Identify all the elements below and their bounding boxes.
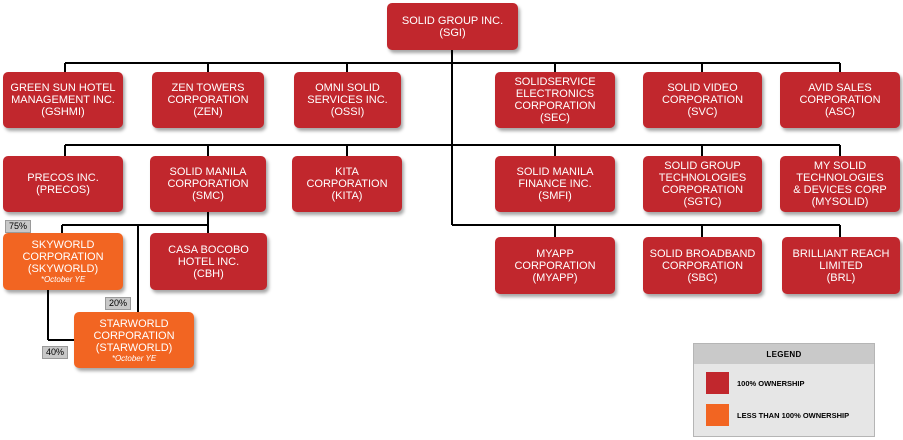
org-box-zen-abbr: (ZEN)	[193, 106, 223, 118]
org-box-mysolid: MY SOLID TECHNOLOGIES & DEVICES CORP (MY…	[780, 156, 900, 212]
org-box-gshmi-line1: GREEN SUN HOTEL	[10, 82, 116, 94]
org-box-mysolid-abbr: (MYSOLID)	[811, 196, 869, 208]
org-box-mysolid-line3: & DEVICES CORP	[793, 184, 887, 196]
org-box-sbc-line1: SOLID BROADBAND	[649, 247, 756, 260]
org-box-ossi-line1: OMNI SOLID	[315, 82, 380, 94]
org-box-mysolid-line1: MY SOLID	[813, 160, 867, 172]
org-box-starworld-line1: STARWORLD	[99, 317, 169, 330]
org-box-starworld: STARWORLD CORPORATION (STARWORLD) *Octob…	[74, 312, 194, 368]
org-box-sgtc-line2: TECHNOLOGIES	[658, 172, 747, 184]
org-box-sgi-abbr: (SGI)	[439, 26, 466, 39]
org-box-svc-abbr: (SVC)	[687, 106, 718, 118]
org-box-cbh-line1: CASA BOCOBO	[168, 243, 249, 256]
org-box-sec-line2: ELECTRONICS	[515, 88, 595, 100]
org-box-sgi-name: SOLID GROUP INC.	[401, 14, 504, 27]
org-box-myapp: MYAPP CORPORATION (MYAPP)	[495, 237, 615, 294]
org-box-kita-line2: CORPORATION	[306, 178, 388, 190]
org-box-ossi: OMNI SOLID SERVICES INC. (OSSI)	[294, 72, 401, 128]
org-box-sec: SOLIDSERVICE ELECTRONICS CORPORATION (SE…	[495, 72, 615, 128]
legend-label-partial: LESS THAN 100% OWNERSHIP	[737, 410, 850, 420]
org-box-brl-line1: BRILLIANT REACH	[792, 247, 890, 260]
org-box-ossi-abbr: (OSSI)	[330, 106, 365, 118]
org-box-starworld-line2: CORPORATION	[93, 329, 175, 342]
org-box-kita-abbr: (KITA)	[331, 190, 363, 202]
org-box-sgtc-line3: CORPORATION	[661, 184, 744, 196]
legend-title: LEGEND	[694, 344, 874, 364]
org-box-sbc-abbr: (SBC)	[687, 271, 718, 284]
org-box-ossi-line2: SERVICES INC.	[307, 94, 388, 106]
org-box-zen-line1: ZEN TOWERS	[171, 82, 245, 94]
org-box-mysolid-line2: TECHNOLOGIES	[796, 172, 884, 184]
org-box-smfi-line2: FINANCE INC.	[518, 178, 592, 190]
org-box-sec-abbr: (SEC)	[540, 112, 570, 124]
org-box-zen: ZEN TOWERS CORPORATION (ZEN)	[152, 72, 264, 128]
org-box-sgtc-line1: SOLID GROUP	[664, 160, 741, 172]
org-box-cbh-line2: HOTEL INC.	[177, 255, 240, 268]
org-box-sgtc-abbr: (SGTC)	[683, 196, 722, 208]
legend: LEGEND 100% OWNERSHIP LESS THAN 100% OWN…	[693, 343, 875, 437]
org-box-brl-abbr: (BRL)	[826, 271, 856, 284]
org-box-sgi: SOLID GROUP INC. (SGI)	[387, 3, 518, 50]
org-box-precos-line1: PRECOS INC.	[27, 172, 99, 184]
org-box-skyworld-line2: CORPORATION	[22, 251, 104, 263]
org-box-asc-line2: CORPORATION	[799, 94, 881, 106]
org-box-brl: BRILLIANT REACH LIMITED (BRL)	[782, 237, 900, 294]
org-box-precos-abbr: (PRECOS)	[36, 184, 90, 196]
org-box-gshmi-line2: MANAGEMENT INC.	[11, 94, 115, 106]
org-box-sbc: SOLID BROADBAND CORPORATION (SBC)	[643, 237, 762, 294]
org-box-sec-line1: SOLIDSERVICE	[514, 76, 596, 88]
ownership-label-starworld-smc: 20%	[105, 297, 132, 310]
org-box-gshmi-abbr: (GSHMI)	[41, 106, 85, 118]
org-box-skyworld: SKYWORLD CORPORATION (SKYWORLD) *October…	[3, 233, 123, 290]
org-box-zen-line2: CORPORATION	[167, 94, 249, 106]
org-box-brl-line2: LIMITED	[819, 259, 863, 272]
org-box-starworld-abbr: (STARWORLD)	[95, 341, 173, 354]
org-box-kita-line1: KITA	[335, 166, 359, 178]
org-box-smfi-abbr: (SMFI)	[538, 190, 572, 202]
org-box-gshmi: GREEN SUN HOTEL MANAGEMENT INC. (GSHMI)	[3, 72, 123, 128]
org-box-smc: SOLID MANILA CORPORATION (SMC)	[150, 156, 266, 212]
ownership-label-starworld-skyworld: 40%	[42, 346, 69, 359]
org-box-smc-line1: SOLID MANILA	[169, 166, 247, 178]
org-box-starworld-note: *October YE	[111, 353, 157, 363]
org-box-smfi-line1: SOLID MANILA	[516, 166, 594, 178]
legend-swatch-partial	[706, 404, 729, 426]
org-box-skyworld-note: *October YE	[40, 275, 86, 284]
legend-row-partial: LESS THAN 100% OWNERSHIP	[706, 404, 849, 426]
org-box-myapp-abbr: (MYAPP)	[532, 271, 578, 284]
org-box-kita: KITA CORPORATION (KITA)	[292, 156, 402, 212]
legend-row-full: 100% OWNERSHIP	[706, 372, 805, 394]
org-box-asc-abbr: (ASC)	[825, 106, 855, 118]
org-box-svc-line1: SOLID VIDEO	[667, 82, 738, 94]
org-box-smfi: SOLID MANILA FINANCE INC. (SMFI)	[495, 156, 615, 212]
org-box-precos: PRECOS INC. (PRECOS)	[3, 156, 123, 212]
org-box-asc: AVID SALES CORPORATION (ASC)	[780, 72, 900, 128]
org-box-skyworld-abbr: (SKYWORLD)	[27, 263, 99, 275]
org-box-skyworld-line1: SKYWORLD	[31, 239, 95, 251]
ownership-label-skyworld: 75%	[5, 220, 32, 233]
org-box-myapp-line1: MYAPP	[536, 247, 574, 260]
org-box-myapp-line2: CORPORATION	[514, 259, 596, 272]
org-box-sbc-line2: CORPORATION	[661, 259, 744, 272]
org-box-sec-line3: CORPORATION	[514, 100, 596, 112]
org-box-svc: SOLID VIDEO CORPORATION (SVC)	[643, 72, 762, 128]
org-box-smc-abbr: (SMC)	[192, 190, 224, 202]
org-box-sgtc: SOLID GROUP TECHNOLOGIES CORPORATION (SG…	[643, 156, 762, 212]
org-box-asc-line1: AVID SALES	[808, 82, 872, 94]
org-box-svc-line2: CORPORATION	[661, 94, 744, 106]
org-box-cbh-abbr: (CBH)	[193, 267, 224, 280]
legend-swatch-full	[706, 372, 729, 394]
org-box-smc-line2: CORPORATION	[167, 178, 249, 190]
legend-label-full: 100% OWNERSHIP	[737, 378, 805, 388]
org-box-cbh: CASA BOCOBO HOTEL INC. (CBH)	[150, 233, 267, 290]
